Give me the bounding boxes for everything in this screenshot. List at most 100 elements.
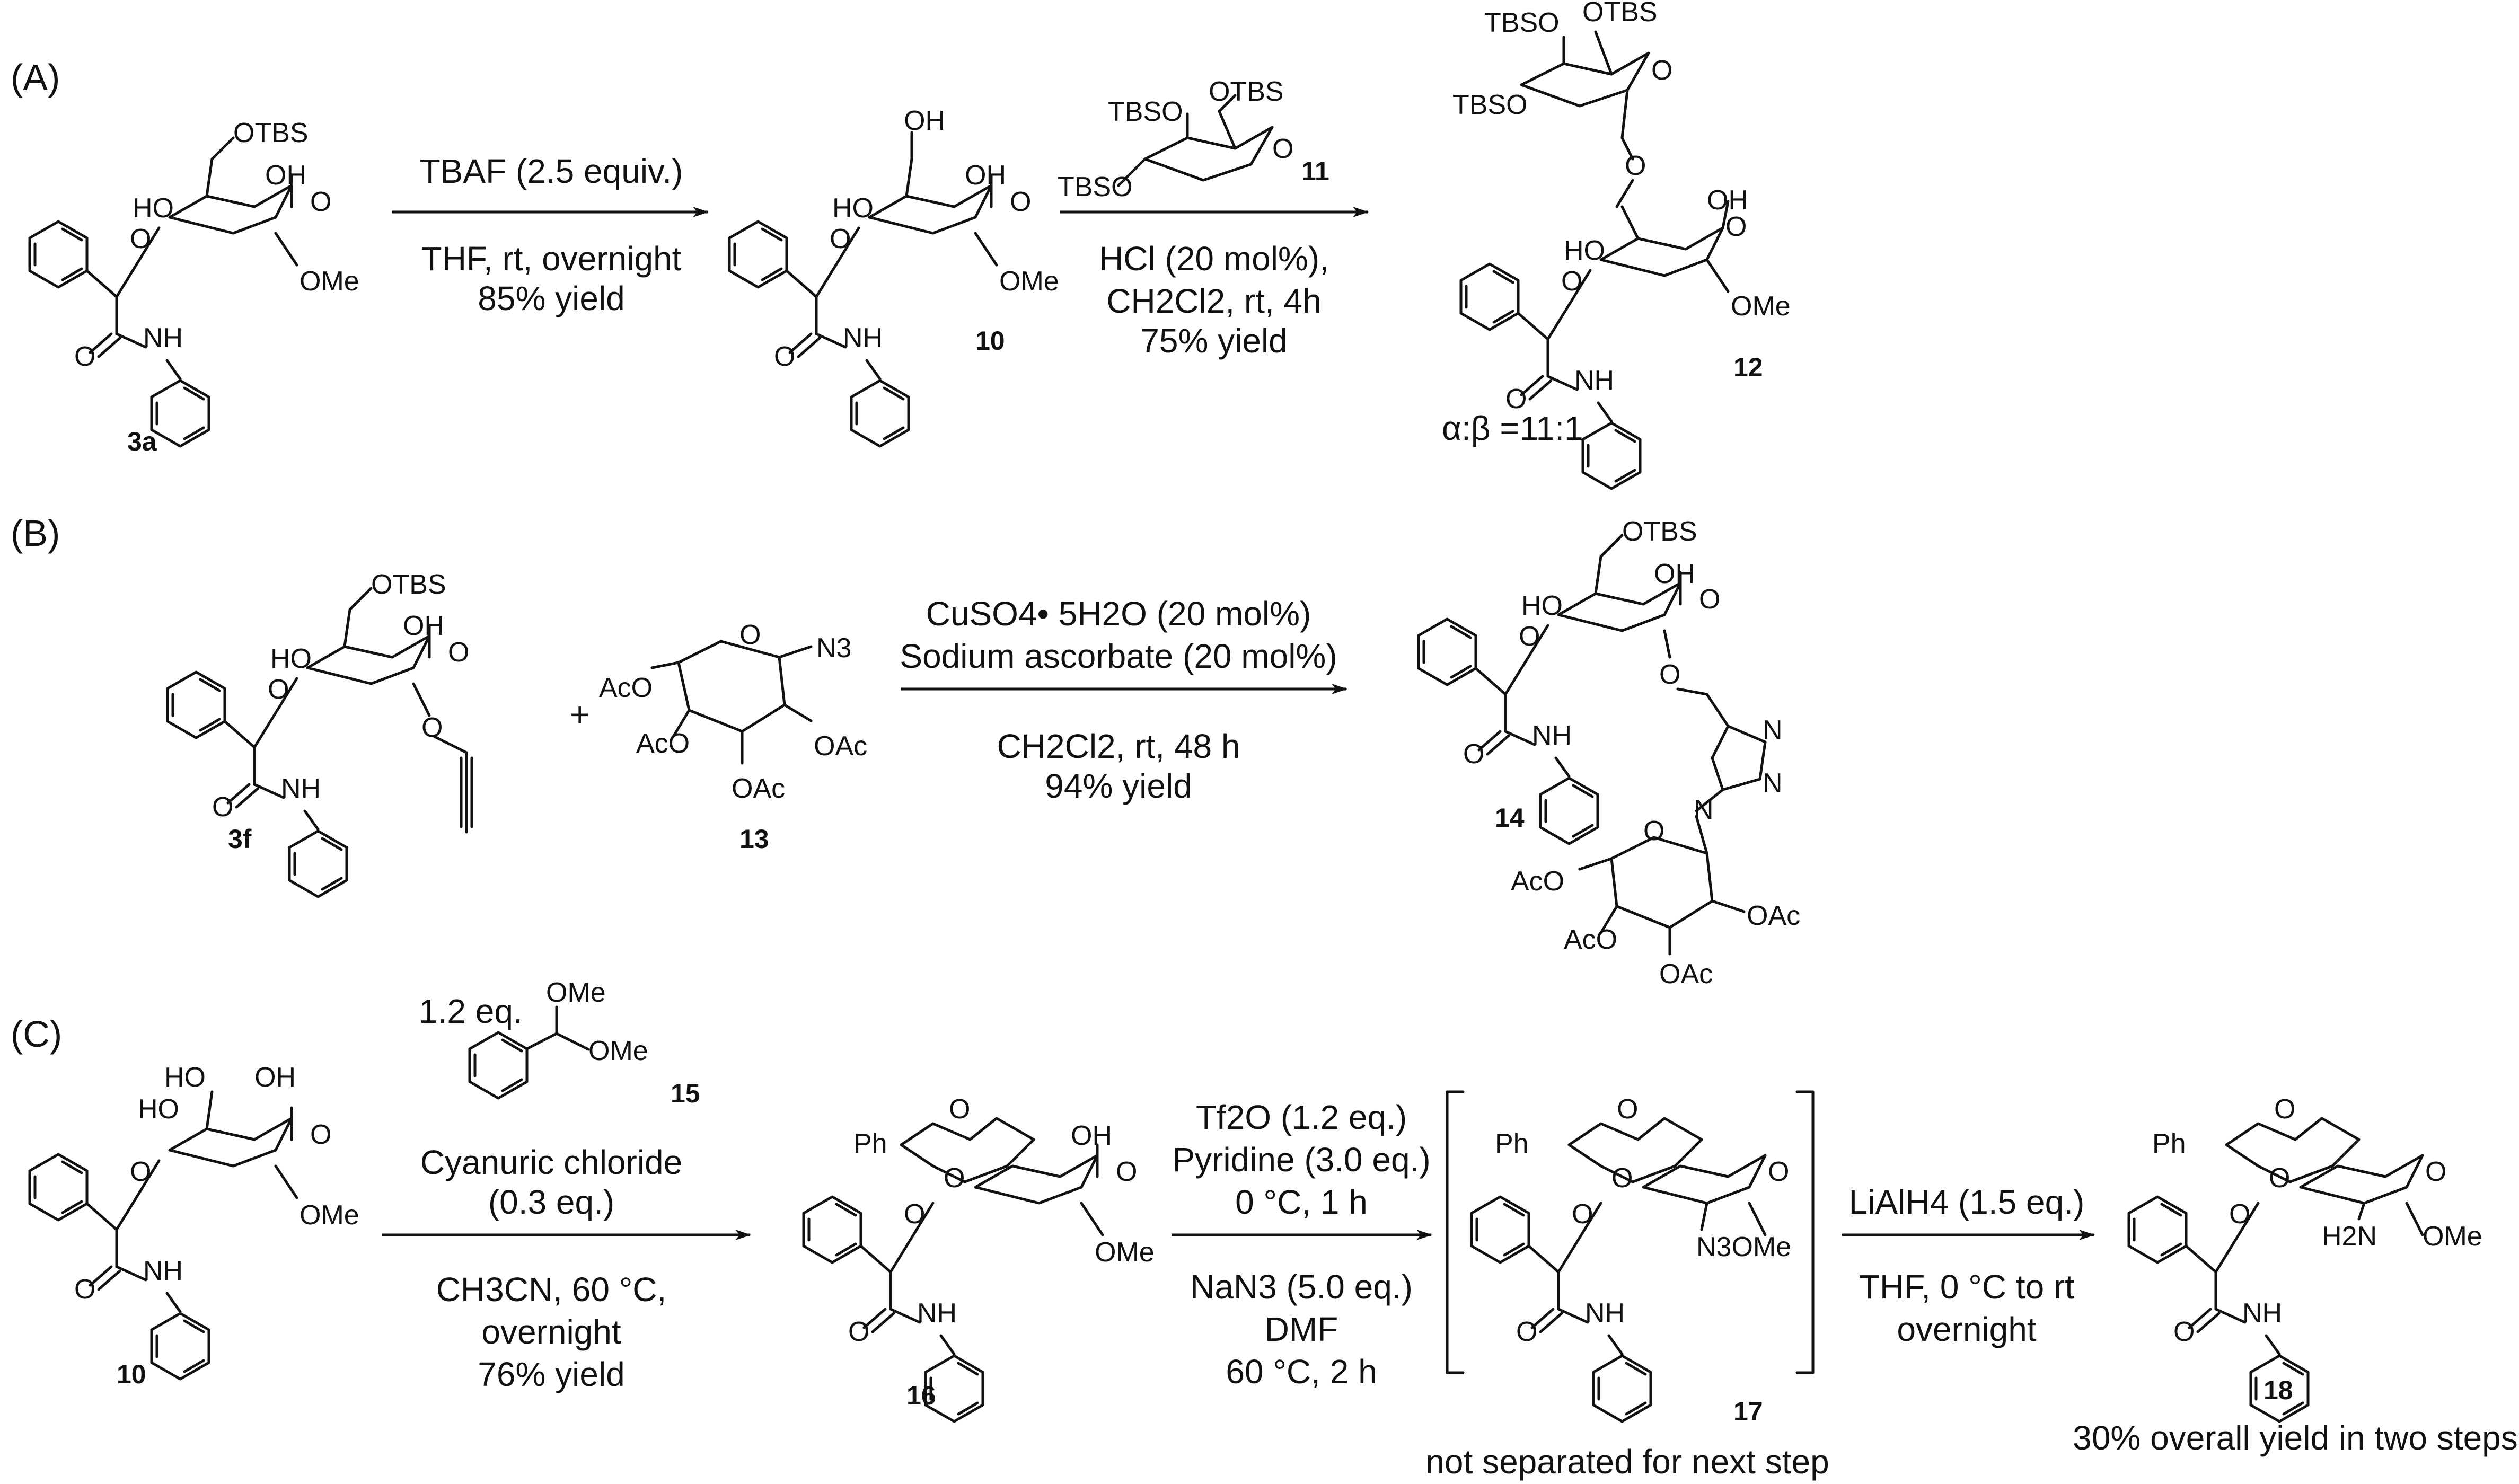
group-oac-14b: OAc [1659,959,1713,990]
group-aco-13a: AcO [599,673,653,703]
compound-3a-structure [30,136,298,446]
compound-label-11: 11 [1301,156,1329,186]
group-o-carbonyl-10-c: O [74,1274,95,1305]
group-o-link-18: O [2229,1199,2250,1230]
group-o-carbonyl-17: O [1516,1317,1537,1347]
panel-label-c: (C) [11,1013,62,1055]
note-18: 30% overall yield in two steps [2073,1419,2518,1457]
group-oac-13b: OAc [732,773,785,804]
group-otbs-14: OTBS [1622,516,1697,547]
group-o-ring-10-c: O [310,1119,331,1150]
group-otbs-3a: OTBS [233,118,309,148]
group-o-acetal-18a: O [2274,1094,2295,1125]
group-nh-10-a: NH [843,323,883,354]
group-aco-14a: AcO [1511,866,1564,897]
group-nh-17: NH [1585,1298,1625,1329]
group-oac-14a: OAc [1747,900,1800,931]
group-o-link-3f: O [268,674,289,705]
compound-label-3a: 3a [127,427,157,456]
group-ome-12: OMe [1731,291,1791,322]
reagent-c1-top-2: (0.3 eq.) [488,1183,614,1221]
reagent-a2-bottom-3: 75% yield [1140,322,1288,360]
group-ome-10-c: OMe [300,1200,359,1231]
group-oh-12: OH [1707,185,1748,216]
group-o-ring-3f: O [448,637,469,668]
reagent-c2-bottom-3: 60 °C, 2 h [1226,1353,1377,1391]
reagent-a2-bottom-2: CH2Cl2, rt, 4h [1106,282,1321,320]
group-ph-18: Ph [2152,1128,2186,1159]
group-ome-16: OMe [1095,1237,1155,1268]
group-o-carbonyl-12: O [1505,384,1527,414]
group-ph-17: Ph [1495,1128,1529,1159]
group-ho-10-c-b: HO [138,1094,179,1125]
group-oh-10-a: OH [904,105,945,136]
group-ho-14: HO [1521,590,1563,621]
group-n1-14: N [1763,715,1783,746]
group-o-link-12: O [1625,151,1646,181]
selectivity-ratio: α:β =11:1 [1442,409,1583,447]
compound-label-18: 18 [2263,1375,2293,1405]
compound-label-14: 14 [1495,803,1525,833]
group-ome-3a: OMe [300,266,359,297]
compound-17-structure [1472,1117,1767,1421]
group-o-acetal-18b: O [2269,1163,2290,1194]
group-o-ring-12a: O [1651,55,1672,86]
reagent-15-equiv: 1.2 eq. [419,992,523,1030]
reagent-c1-bottom-3: 76% yield [478,1355,625,1393]
group-o-carbonyl-16: O [848,1317,869,1347]
group-o-ring2-14: O [1643,816,1664,846]
reagent-b-bottom-2: 94% yield [1045,767,1192,805]
group-ho-10-a: HO [832,193,874,224]
group-nh-18: NH [2242,1298,2282,1329]
group-o-ring-17: O [1768,1156,1789,1187]
group-nh-14: NH [1532,720,1572,751]
group-o-ring-13: O [739,620,761,650]
compound-label-13: 13 [739,824,769,854]
group-o-ring-14: O [1699,584,1720,615]
compound-label-12: 12 [1733,352,1763,382]
group-o-carbonyl-3a: O [74,341,95,372]
reagent-b-bottom-1: CH2Cl2, rt, 48 h [997,727,1240,765]
group-oh-16: OH [1071,1120,1112,1151]
panel-label-b: (B) [11,513,60,554]
group-oh-10-c: OH [254,1062,296,1093]
compound-10-structure [729,131,998,446]
group-o-ring-18: O [2425,1156,2446,1187]
compound-3f-structure [168,587,473,897]
compound-18-structure [2129,1117,2424,1421]
group-ho-12: HO [1564,235,1605,266]
group-nh-3a: NH [143,323,183,354]
plus-sign: + [570,695,589,734]
reagent-a1-bottom-2: 85% yield [478,279,625,317]
reagent-c1-bottom-1: CH3CN, 60 °C, [436,1270,667,1309]
group-o-ring-10-a: O [1010,187,1031,217]
group-o-acetal-17b: O [1611,1163,1633,1194]
reagent-c1-top-1: Cyanuric chloride [420,1143,682,1181]
reagent-a1-top: TBAF (2.5 equiv.) [420,152,683,190]
group-nh-10-c: NH [143,1256,183,1286]
group-ho-3a: HO [133,193,174,224]
group-tbso-12a: TBSO [1484,7,1560,38]
group-tbso-12b: TBSO [1452,90,1528,120]
group-oh-3f: OH [403,611,444,641]
reagent-c2-bottom-1: NaN3 (5.0 eq.) [1190,1268,1413,1306]
group-o-carbonyl-10-a: O [774,341,795,372]
group-o-acetal-16b: O [944,1163,965,1194]
compound-label-17: 17 [1733,1397,1763,1426]
compound-15-structure [470,1005,590,1098]
reagent-c3-top: LiAlH4 (1.5 eq.) [1849,1183,2085,1221]
group-n3ome-17: N3OMe [1696,1232,1791,1262]
group-n2-14: N [1763,768,1783,799]
group-o-link-10-c: O [130,1156,151,1187]
group-o-link-14: O [1519,621,1540,652]
reagent-b-top-2: Sodium ascorbate (20 mol%) [900,637,1337,675]
group-o-carbonyl-18: O [2173,1317,2195,1347]
group-o-ring-16: O [1116,1156,1137,1187]
group-o-link2-14: O [1659,659,1680,690]
compound-10-c-structure [30,1090,298,1379]
reagent-c3-bottom-1: THF, 0 °C to rt [1859,1268,2074,1306]
group-ome-10-a: OMe [999,266,1059,297]
group-aco-13b: AcO [636,728,690,759]
compound-16-structure [804,1117,1104,1421]
group-nh-12: NH [1574,365,1614,396]
